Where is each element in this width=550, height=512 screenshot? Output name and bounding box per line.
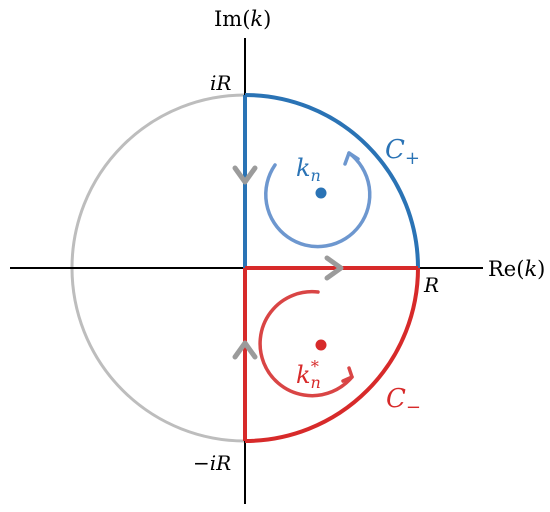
lower-circulation-arrowhead-icon xyxy=(341,366,354,383)
upper-contour-label: C+ xyxy=(385,135,420,169)
upper-circulation-arrowhead-icon xyxy=(343,151,360,166)
neg-ir-point-label: −iR xyxy=(193,451,231,475)
lower-contour-arc xyxy=(244,267,420,443)
rightward-arrow-icon xyxy=(324,255,344,281)
lower-pole-dot xyxy=(315,339,327,351)
upper-contour-arc xyxy=(244,93,420,269)
upper-pole-dot xyxy=(315,187,327,199)
upper-circulation-arc xyxy=(264,151,372,249)
upward-arrow-icon xyxy=(232,340,258,360)
imaginary-axis-label: Im(k) xyxy=(214,7,271,31)
downward-arrow-icon xyxy=(232,165,258,185)
lower-pole-label: kn* xyxy=(296,357,321,392)
lower-circulation-arc xyxy=(258,289,354,398)
r-point-label: R xyxy=(423,273,439,297)
real-axis-label: Re(k) xyxy=(488,257,545,281)
lower-contour-label: C− xyxy=(386,384,421,418)
ir-point-label: iR xyxy=(210,71,231,95)
upper-pole-label: kn xyxy=(296,154,321,185)
